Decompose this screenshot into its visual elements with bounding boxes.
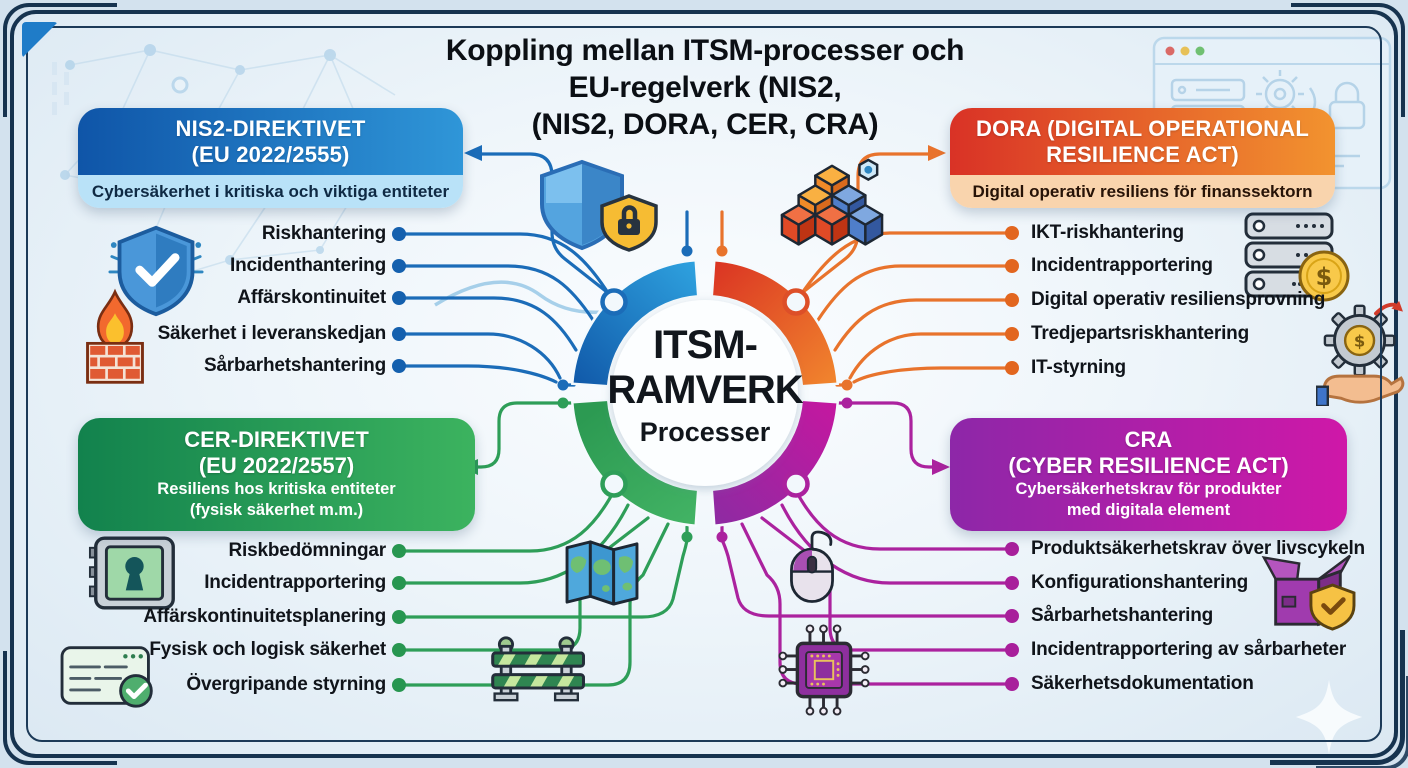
cra-title-line-2: (CYBER RESILIENCE ACT) <box>1008 453 1289 478</box>
dora-item-dots <box>1005 226 1019 375</box>
ring-quadrant-dora <box>710 258 840 388</box>
center-subtitle: Processer <box>639 417 771 447</box>
nis2-title-line-1: NIS2-DIREKTIVET <box>175 116 366 141</box>
ring-quadrant-cra <box>710 398 840 528</box>
nis2-item-dots <box>392 227 406 373</box>
cra-box: CRA (CYBER RESILIENCE ACT) Cybersäkerhet… <box>950 418 1347 531</box>
cer-box: CER-DIREKTIVET (EU 2022/2557) Resiliens … <box>78 418 475 531</box>
cer-subtitle-line-2: (fysisk säkerhet m.m.) <box>189 501 364 519</box>
circuit-chip-icon <box>778 624 870 716</box>
nis2-box: NIS2-DIREKTIVET (EU 2022/2555) Cybersäke… <box>78 108 463 208</box>
title-line-2: EU-regelverk (NIS2, <box>568 71 842 104</box>
cer-item: Riskbedömningar <box>228 540 387 561</box>
title-line-3: (NIS2, DORA, CER, CRA) <box>531 108 879 141</box>
ring-junctions <box>600 288 810 498</box>
cra-item: Incidentrapportering av sårbarheter <box>1031 639 1347 660</box>
shield-lock-icon <box>540 159 658 252</box>
center-circle <box>612 300 798 486</box>
firewall-icon <box>86 288 144 384</box>
center-title-line-1: ITSM- <box>653 323 758 367</box>
sparkle-icon <box>1295 679 1363 755</box>
computer-mouse-icon <box>790 530 834 603</box>
barrier-icon <box>491 636 585 702</box>
nis2-item: Riskhantering <box>261 223 386 244</box>
center-label: ITSM- RAMVERK Processer <box>595 323 815 451</box>
cra-item-dots <box>1005 542 1019 691</box>
nis2-item: Säkerhet i leveranskedjan <box>157 323 387 344</box>
gear-money-hand-icon: $ <box>1316 300 1405 406</box>
dora-box-header: DORA (DIGITAL OPERATIONAL RESILIENCE ACT… <box>950 108 1335 175</box>
nis2-box-subtitle: Cybersäkerhet i kritiska och viktiga ent… <box>78 175 463 208</box>
dora-title-line-2: RESILIENCE ACT) <box>1046 142 1239 167</box>
cer-item: Incidentrapportering <box>204 572 386 593</box>
itsm-ring <box>570 258 840 528</box>
dora-item: IT-styrning <box>1031 357 1126 378</box>
cra-title-line-1: CRA <box>1124 427 1173 452</box>
cer-title-line-2: (EU 2022/2557) <box>198 453 355 478</box>
cubes-pyramid-icon <box>780 158 884 246</box>
cra-item: Konfigurationshantering <box>1031 572 1249 593</box>
title-line-1: Koppling mellan ITSM-processer och <box>445 34 965 67</box>
cer-item-dots <box>392 544 406 692</box>
cra-arrowhead <box>932 459 950 475</box>
cer-title-line-1: CER-DIREKTIVET <box>184 427 369 452</box>
servers-coin-icon: $ <box>1244 212 1350 302</box>
dora-item: Tredjepartsriskhantering <box>1031 323 1249 344</box>
cer-item: Övergripande styrning <box>186 674 386 695</box>
dora-item: Digital operativ resiliensprovning <box>1031 289 1326 310</box>
dora-item: Incidentrapportering <box>1031 255 1213 276</box>
dora-box-subtitle: Digital operativ resiliens för finanssek… <box>950 175 1335 208</box>
nis2-item: Incidenthantering <box>230 255 386 276</box>
dora-arrowhead <box>928 145 946 161</box>
cer-subtitle-line-1: Resiliens hos kritiska entiteter <box>157 480 396 498</box>
dora-item: IKT-riskhantering <box>1031 222 1184 243</box>
cra-subtitle-line-1: Cybersäkerhetskrav för produkter <box>1015 480 1282 498</box>
nis2-arrowhead <box>464 145 482 161</box>
ring-quadrant-cer <box>570 398 700 528</box>
ring-gap-dots <box>557 245 853 543</box>
cer-item: Fysisk och logisk säkerhet <box>149 639 386 660</box>
ring-quadrant-nis2 <box>570 258 700 388</box>
cra-item: Säkerhetsdokumentation <box>1031 673 1254 694</box>
package-shield-icon <box>1261 554 1356 631</box>
cer-item: Affärskontinuitetsplanering <box>143 606 386 627</box>
dora-box: DORA (DIGITAL OPERATIONAL RESILIENCE ACT… <box>950 108 1335 208</box>
vault-icon <box>88 536 175 610</box>
cra-subtitle-line-2: med digitala element <box>1066 501 1231 519</box>
cra-item: Sårbarhetshantering <box>1031 605 1214 626</box>
svg-text:$: $ <box>1354 331 1365 350</box>
center-title-line-2: RAMVERK <box>607 368 803 412</box>
shield-check-icon <box>108 225 204 317</box>
svg-text:$: $ <box>1316 263 1333 291</box>
world-map-icon <box>565 540 639 606</box>
dora-title-line-1: DORA (DIGITAL OPERATIONAL <box>976 116 1309 141</box>
nis2-title-line-2: (EU 2022/2555) <box>191 142 350 167</box>
nis2-item: Sårbarhetshantering <box>203 355 386 376</box>
nis2-box-header: NIS2-DIREKTIVET (EU 2022/2555) <box>78 108 463 175</box>
nis2-item: Affärskontinuitet <box>237 287 386 308</box>
cra-item: Produktsäkerhetskrav över livscykeln <box>1031 538 1365 559</box>
document-check-icon <box>60 646 153 708</box>
page-title: Koppling mellan ITSM-processer och EU-re… <box>300 32 1110 143</box>
